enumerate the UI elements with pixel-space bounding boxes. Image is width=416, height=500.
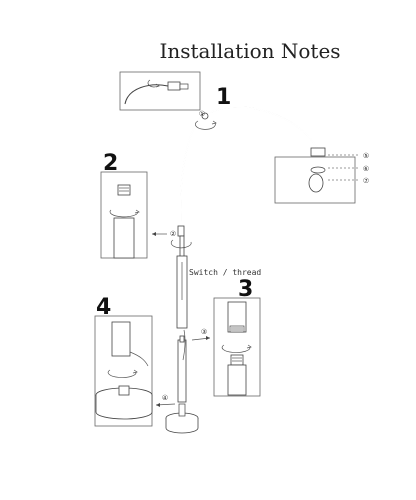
step-2-number: 2 bbox=[103, 151, 118, 176]
step-4-detail bbox=[94, 315, 153, 427]
step-1-circle: ① bbox=[199, 110, 205, 118]
step-3-circle: ③ bbox=[201, 328, 207, 336]
step-1-number: 1 bbox=[216, 85, 231, 110]
lamp-shade bbox=[274, 147, 360, 204]
step-3-number: 3 bbox=[238, 277, 253, 302]
step-4-circle: ④ bbox=[162, 394, 168, 402]
step-4-number: 4 bbox=[96, 295, 111, 320]
part-5-label: ⑤ bbox=[363, 152, 369, 160]
step-2-detail bbox=[100, 171, 148, 259]
floor-lamp bbox=[165, 106, 319, 434]
part-7-label: ⑦ bbox=[363, 177, 369, 185]
part-6-label: ⑥ bbox=[363, 165, 369, 173]
diagram-title: Installation Notes bbox=[159, 39, 340, 63]
step-3-detail bbox=[213, 297, 261, 397]
step-2-circle: ② bbox=[170, 230, 176, 238]
step-1-detail bbox=[119, 71, 201, 111]
switch-thread-note: Switch / thread bbox=[189, 268, 261, 277]
